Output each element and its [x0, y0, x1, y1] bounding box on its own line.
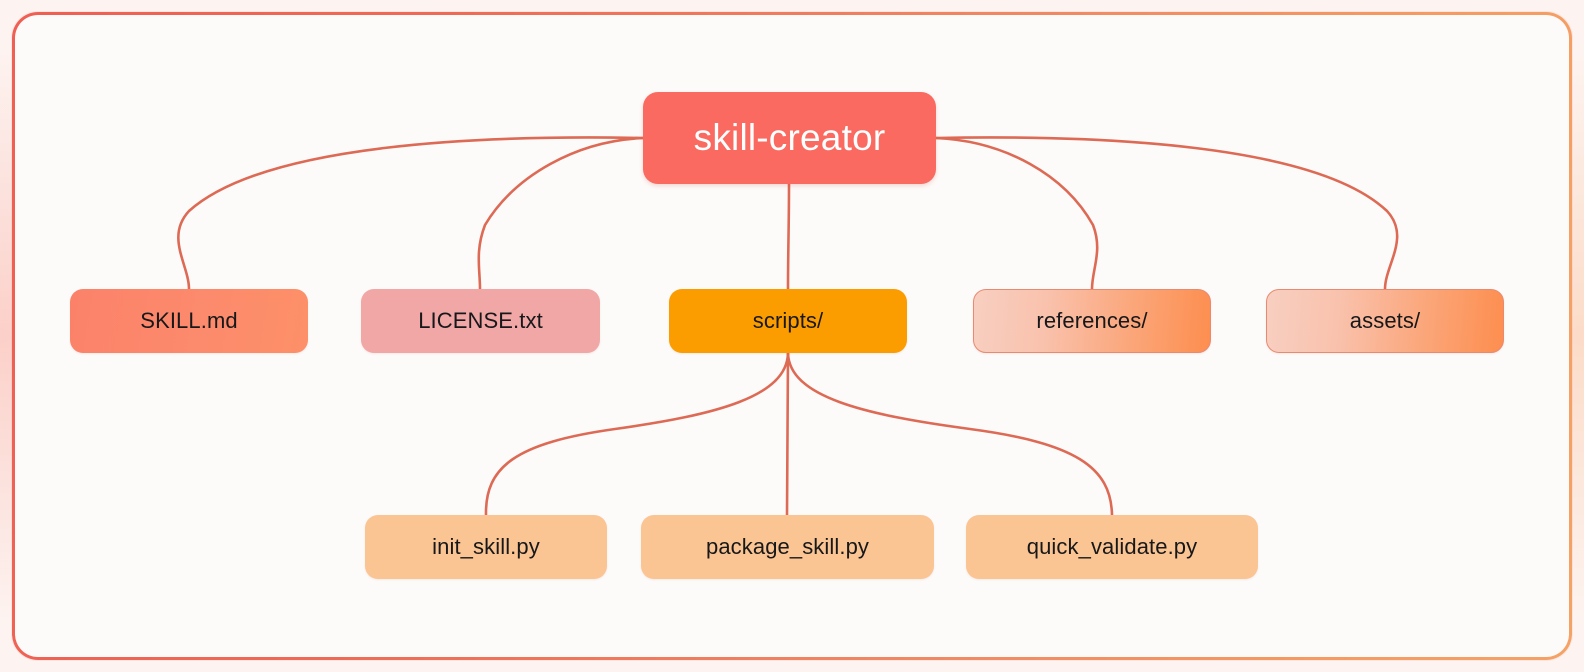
node-init-skill-py[interactable]: init_skill.py — [365, 515, 607, 579]
node-quick-validate-py[interactable]: quick_validate.py — [966, 515, 1258, 579]
node-skill-md[interactable]: SKILL.md — [70, 289, 308, 353]
node-package-skill-py[interactable]: package_skill.py — [641, 515, 934, 579]
node-label-quick-validate-py: quick_validate.py — [1026, 534, 1198, 559]
edge-root-license-txt — [477, 136, 645, 291]
edge-scripts-package-skill-py — [785, 351, 790, 517]
node-label-init-skill-py: init_skill.py — [432, 534, 540, 559]
node-label-assets: assets/ — [1349, 308, 1421, 333]
node-label-package-skill-py: package_skill.py — [705, 534, 870, 559]
node-license-txt[interactable]: LICENSE.txt — [361, 289, 600, 353]
edge-scripts-quick-validate-py — [786, 351, 1114, 517]
edge-root-references — [934, 136, 1099, 291]
diagram-frame: skill-creator SKILL.md LICENSE.txt scrip… — [12, 12, 1572, 660]
node-skill-creator[interactable]: skill-creator — [643, 92, 936, 184]
node-label-skill-creator: skill-creator — [693, 117, 886, 158]
diagram-canvas: skill-creator SKILL.md LICENSE.txt scrip… — [15, 15, 1569, 657]
node-label-license-txt: LICENSE.txt — [418, 308, 543, 333]
node-label-references: references/ — [1036, 308, 1148, 333]
node-label-scripts: scripts/ — [752, 308, 824, 333]
edge-root-skill-md — [177, 136, 645, 291]
node-scripts[interactable]: scripts/ — [669, 289, 907, 353]
node-references[interactable]: references/ — [973, 289, 1211, 353]
edge-root-scripts — [786, 182, 791, 291]
edge-root-assets — [934, 136, 1399, 291]
node-label-skill-md: SKILL.md — [140, 308, 238, 333]
node-assets[interactable]: assets/ — [1266, 289, 1504, 353]
edge-scripts-init-skill-py — [484, 351, 790, 517]
